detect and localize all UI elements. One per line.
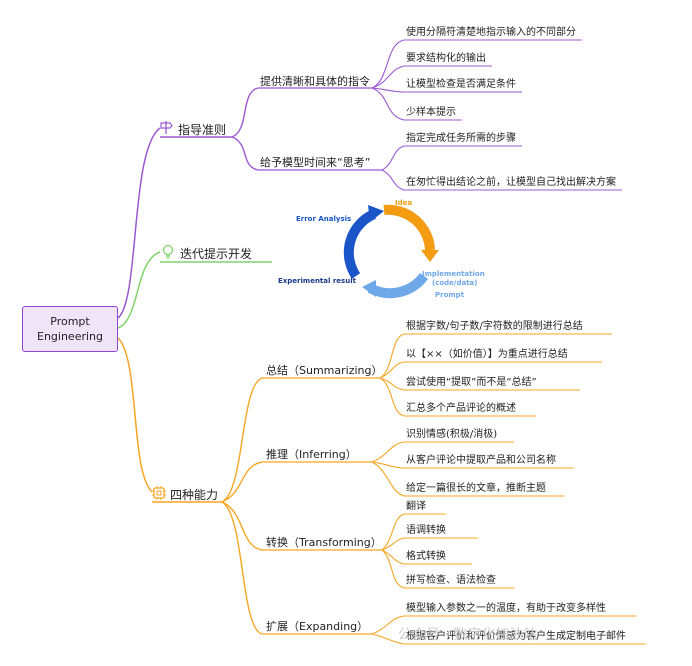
link-guidelines-sub1 [231,87,259,138]
leaf-check-conditions[interactable]: 让模型检查是否满足条件 [406,79,516,90]
cycle-arrowhead-lightblue [362,280,376,297]
link-g1-leaf2 [371,65,405,89]
link-a1-leaf [379,377,405,417]
cycle-arrowhead-orange [421,250,439,262]
link-a3-leaf [381,549,405,589]
signpost-icon [160,121,173,134]
cycle-label-impl-sub: (code/data) [432,279,478,287]
watermark: 公众号 · 数字化加油站 [398,627,538,643]
link-a2-leaf [371,461,405,469]
link-abilities-sub2 [221,461,263,503]
link-a1-leaf [379,333,405,379]
link-a1-leaf [379,377,405,391]
sub-expanding[interactable]: 扩展（Expanding） [266,620,369,633]
link-root-abilities [117,337,153,493]
link-root-iterative [117,251,161,329]
leaf-few-shot[interactable]: 少样本提示 [406,107,456,118]
leaf-structured-output[interactable]: 要求结构化的输出 [406,53,486,64]
lightbulb-icon [162,244,174,259]
link-abilities-sub1 [221,377,263,503]
branch-iterative[interactable]: 迭代提示开发 [180,247,253,261]
sub-summarizing[interactable]: 总结（Summarizing） [266,364,383,377]
leaf-trans-tone[interactable]: 语调转换 [406,525,446,536]
leaf-trans-spellcheck[interactable]: 拼写检查、语法检查 [406,575,496,586]
root-line1: Prompt [50,315,90,328]
cycle-label-experimental: Experimental result [278,277,356,285]
root-node[interactable]: Prompt Engineering [22,306,118,352]
link-guidelines-sub2 [231,136,259,171]
leaf-expand-temperature[interactable]: 模型输入参数之一的温度，有助于改变多样性 [406,603,606,614]
link-g1-leaf1 [371,39,405,89]
sub-inferring[interactable]: 推理（Inferring） [266,448,357,461]
link-a2-leaf [371,461,405,497]
leaf-infer-topics[interactable]: 给定一篇很长的文章，推断主题 [406,483,546,494]
link-abilities-sub4 [221,501,263,635]
cycle-label-implementation: Implementation [422,270,485,278]
chip-icon [152,486,166,500]
cycle-label-error: Error Analysis [296,215,352,223]
cycle-arrowhead-darkblue [368,205,384,222]
link-root-guidelines [117,127,161,319]
leaf-trans-format[interactable]: 格式转换 [406,551,446,562]
link-g1-leaf3 [371,87,405,93]
sub-clear-instructions[interactable]: 提供清晰和具体的指令 [260,75,370,88]
branch-guidelines[interactable]: 指导准则 [178,123,227,137]
link-g2-leaf2 [381,169,405,191]
leaf-infer-sentiment[interactable]: 识别情感(积极/消极) [406,429,498,440]
cycle-label-prompt: Prompt [435,291,465,299]
leaf-summ-limits[interactable]: 根据字数/句子数/字符数的限制进行总结 [406,321,583,332]
link-a4-leaf [371,633,405,645]
link-a4-leaf [371,615,405,635]
link-g2-leaf1 [381,145,405,171]
leaf-summ-extract[interactable]: 尝试使用“提取”而不是“总结” [406,377,537,388]
leaf-work-out-solution[interactable]: 在匆忙得出结论之前，让模型自己找出解决方案 [406,177,616,188]
leaf-expand-email[interactable]: 根据客户评价和评价情感为客户生成定制电子邮件 [406,631,626,642]
sub-transforming[interactable]: 转换（Transforming） [266,536,382,549]
leaf-specify-steps[interactable]: 指定完成任务所需的步骤 [406,133,516,144]
leaf-summ-reviews[interactable]: 汇总多个产品评论的概述 [406,403,516,414]
link-a1-leaf [379,361,405,379]
link-g1-leaf4 [371,87,405,121]
leaf-delimiters[interactable]: 使用分隔符清楚地指示输入的不同部分 [406,27,576,38]
cycle-arrow-darkblue [343,209,377,279]
link-abilities-sub3 [221,501,263,551]
root-line2: Engineering [37,330,103,343]
iteration-cycle [343,204,439,299]
leaf-summ-focus[interactable]: 以【××（如价值）】为重点进行总结 [406,349,568,360]
link-a2-leaf [371,441,405,463]
leaf-trans-translate[interactable]: 翻译 [406,501,426,512]
link-a3-leaf [381,549,405,565]
cycle-label-idea: Idea [395,199,413,207]
cycle-arrow-lightblue [367,272,429,299]
link-a3-leaf [381,537,405,551]
link-a3-leaf [381,513,405,551]
cycle-arrow-orange [383,204,435,251]
sub-give-time-think[interactable]: 给予模型时间来“思考” [260,156,371,169]
branch-abilities[interactable]: 四种能力 [170,488,219,502]
leaf-infer-extract-names[interactable]: 从客户评论中提取产品和公司名称 [406,455,556,466]
